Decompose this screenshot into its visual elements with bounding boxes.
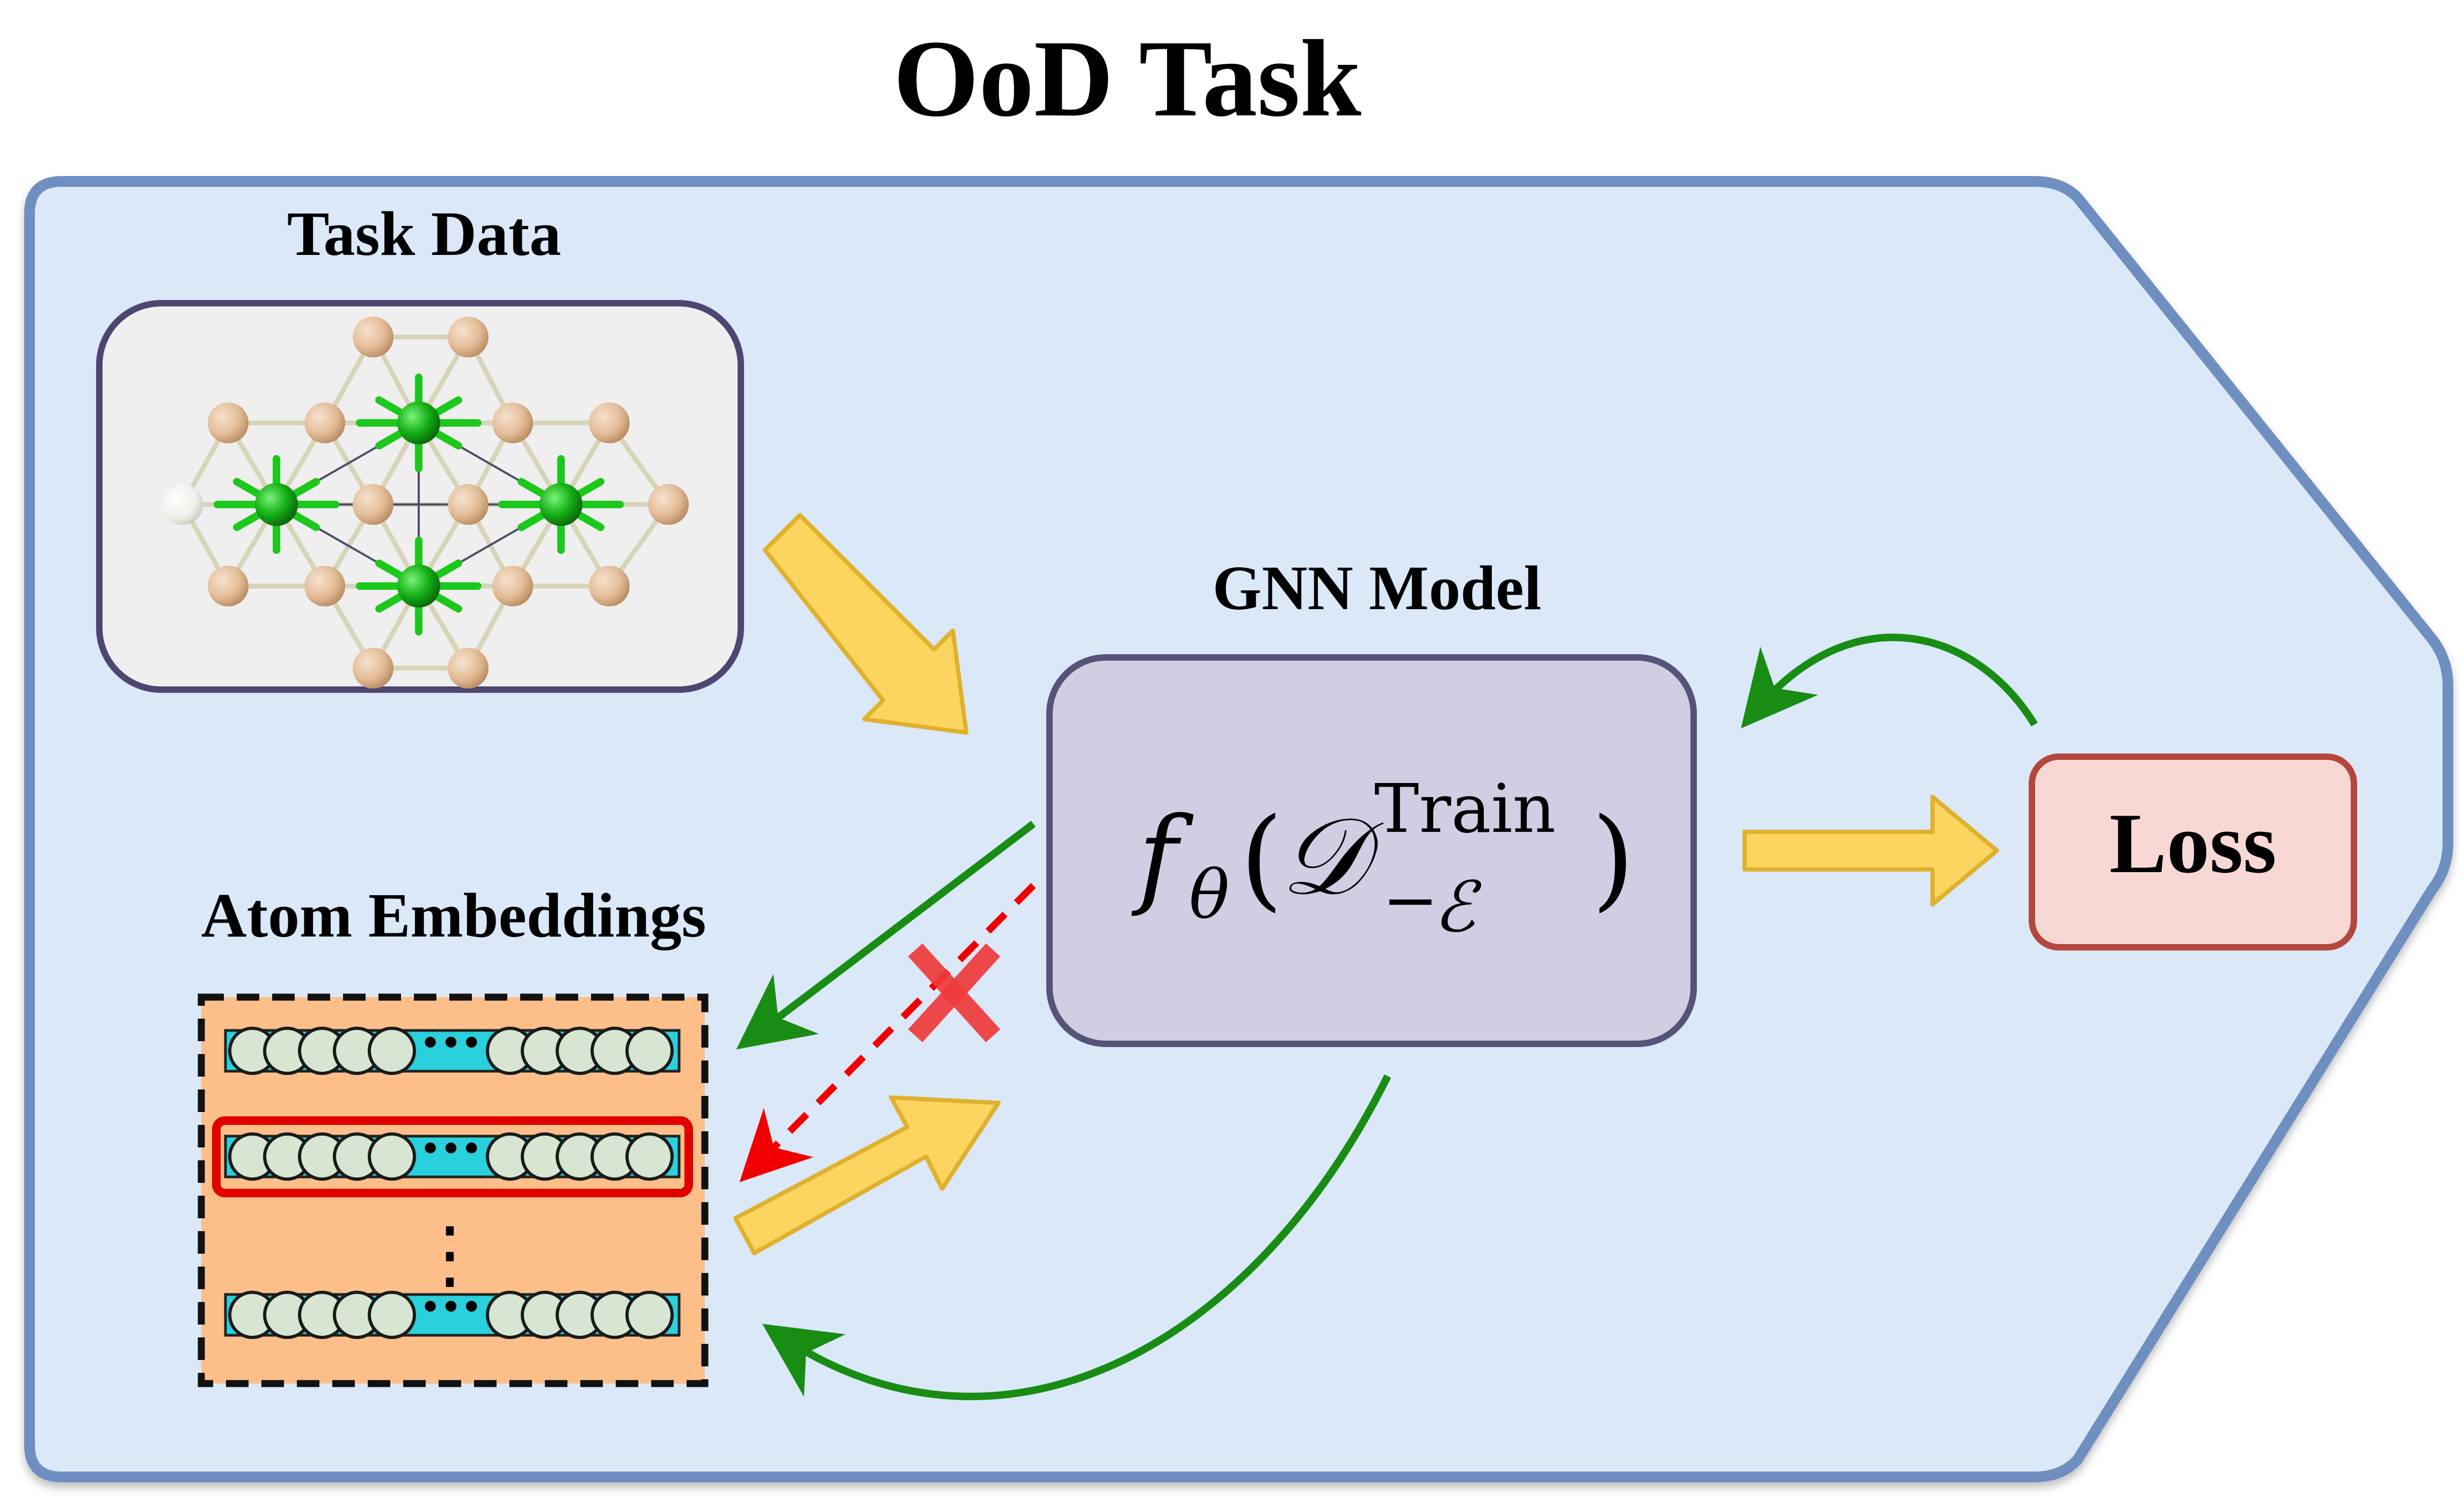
formula-theta: θ [1189,856,1229,934]
white-atom [162,484,203,525]
embedding-row-ellipsis: ··· [420,1271,482,1341]
tan-atom [589,403,630,443]
tan-atom [208,403,249,443]
blocked-cross-icon [908,943,1001,1043]
tan-atom [304,403,345,443]
gnn-model-box [1046,654,1697,1047]
embedding-node [368,1291,416,1339]
arrow-blocked-update [739,883,1036,1182]
loss-box [2029,754,2357,950]
embedding-row-ellipsis: ··· [420,1007,482,1077]
embedding-row-highlight [212,1116,693,1197]
tan-atom [492,566,533,606]
tan-atom [353,484,393,525]
tan-atom [208,566,249,606]
embedding-row: ··· [224,1113,681,1182]
green-atom [255,483,298,526]
arrow-model-to-loss [1743,795,1999,906]
task-data-frame [96,300,744,693]
green-atom [540,483,582,526]
embedding-node [368,1027,416,1075]
loss-label: Loss [2109,795,2276,891]
formula-open-paren: ( [1240,795,1283,923]
crystal-structure-image [162,317,689,689]
embedding-node [368,1132,416,1181]
embeddings-vertical-ellipsis: ⋮ [412,1211,487,1298]
arrow-embeddings-to-model [733,1095,1001,1255]
formula-close-paren: ) [1592,795,1635,923]
embedding-node [625,1291,674,1339]
tan-atom [648,484,689,525]
tan-atom [589,566,630,606]
embedding-row: ··· [224,1007,681,1077]
green-atom [397,565,440,608]
embedding-node [625,1027,674,1075]
tan-atom [304,566,345,606]
formula-superscript-train: Train [1374,770,1556,848]
formula-subscript-minus: − [1382,861,1439,939]
green-atom [397,401,440,444]
diagram-title: OoD Task [893,18,1361,140]
tan-atom [492,403,533,443]
formula-subscript-E: ℰ [1433,866,1482,948]
tan-atom [448,317,489,357]
embedding-node [625,1132,674,1181]
arrow-data-to-model [763,513,968,735]
arrow-model-to-embeddings-curve [762,1074,1391,1400]
embedding-rows: ··· ··· ··· [224,1007,681,1341]
tan-atom [448,484,489,525]
arrow-loss-feedback [1741,633,2038,729]
gnn-model-label: GNN Model [1213,553,1542,623]
atom-embeddings-label: Atom Embeddings [201,880,706,950]
arrow-model-to-embeddings [736,821,1036,1050]
tan-atom [353,317,393,357]
embedding-row: ··· [224,1271,681,1341]
tan-atom [448,648,489,689]
tan-atom [353,648,393,689]
task-data-label: Task Data [287,199,561,269]
